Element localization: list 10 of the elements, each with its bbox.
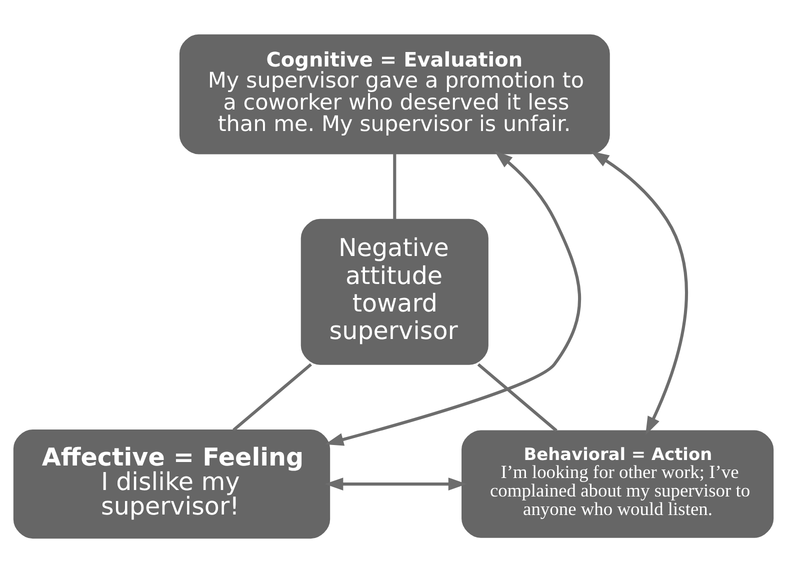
node-box: Cognitive = Evaluation My supervisor gave a promotion to a coworker who deserved it less than me. My supervisor is unfair. [179, 34, 610, 154]
arrow [325, 150, 581, 446]
arrow [590, 151, 688, 436]
connector [477, 363, 558, 432]
node-box: Behavioral = Action I’m looking for other work; I’ve complained about my supervisor to anyone who would listen. [462, 430, 774, 538]
connector [393, 154, 396, 220]
node-box: Negative attitude toward supervisor [300, 218, 488, 365]
node-box: Affective = Feeling I dislike my supervisor! [13, 429, 330, 539]
connector [232, 363, 312, 432]
arrow [324, 478, 467, 491]
